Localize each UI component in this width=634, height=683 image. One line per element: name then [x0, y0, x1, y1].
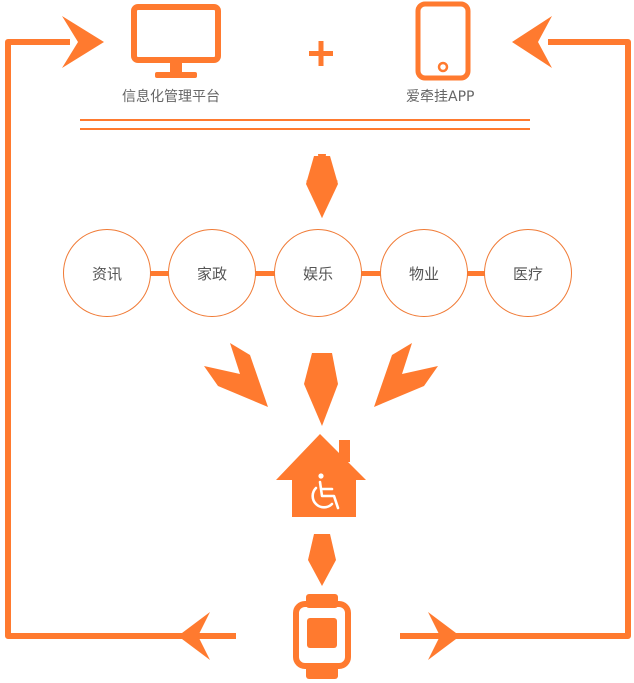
service-label: 家政: [196, 264, 227, 283]
arrow-converge-right: [374, 343, 438, 407]
loop-right: [400, 16, 631, 660]
service-label: 娱乐: [302, 264, 333, 283]
converging-arrows: [204, 343, 438, 426]
service-circle-entertainment: 娱乐: [274, 229, 362, 317]
service-label: 资讯: [91, 264, 122, 283]
app-label: 爱牵挂APP: [406, 89, 475, 105]
plus-icon: [309, 41, 333, 66]
loop-left: [5, 16, 236, 660]
arrow-right-bottom: [428, 612, 460, 660]
smartwatch-icon: [293, 594, 351, 679]
smartphone-icon: [415, 1, 471, 81]
service-circle-news: 资讯: [63, 229, 151, 317]
arrow-down-2: [308, 534, 336, 586]
service-circle-housekeeping: 家政: [168, 229, 256, 317]
service-label: 医疗: [512, 264, 543, 283]
arrow-left-bottom: [178, 612, 210, 660]
arrow-converge-center: [304, 353, 338, 426]
service-label: 物业: [408, 264, 439, 283]
divider: [80, 119, 530, 130]
arrow-down-1-body: [306, 156, 338, 218]
monitor-icon: [131, 4, 221, 78]
arrow-converge-left: [204, 343, 268, 407]
platform-label: 信息化管理平台: [122, 89, 220, 105]
service-circle-medical: 医疗: [484, 229, 572, 317]
service-circle-property: 物业: [380, 229, 468, 317]
arrow-right-top: [512, 16, 552, 68]
wheelchair-icon: [311, 473, 340, 510]
arrow-left-top: [62, 16, 104, 68]
